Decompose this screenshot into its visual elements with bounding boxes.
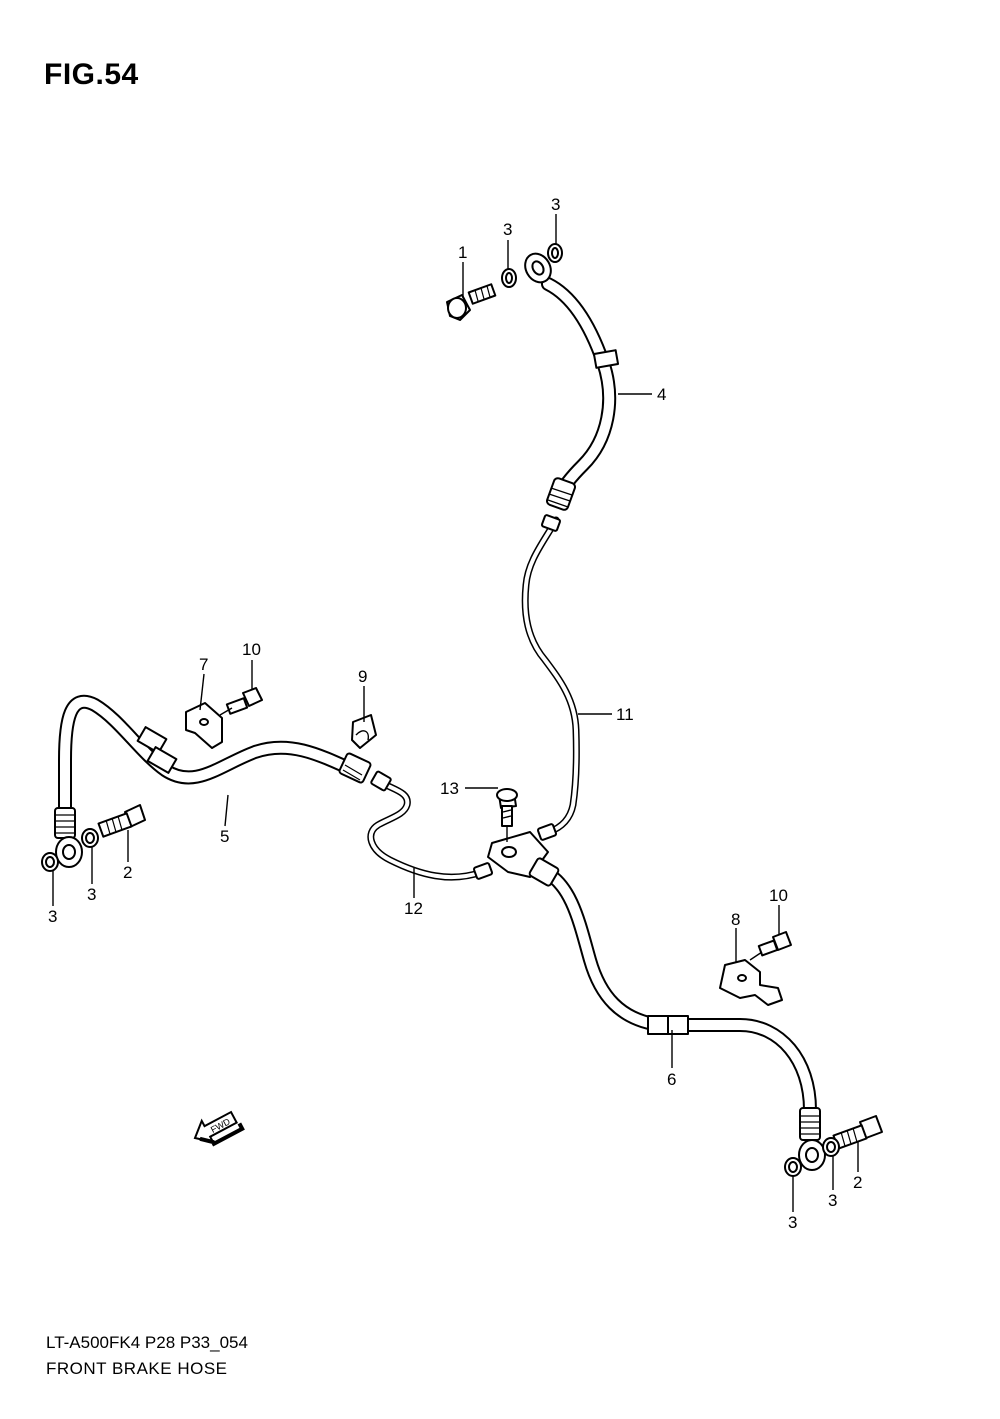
callout-2-right: 2	[853, 1173, 862, 1192]
callout-2-left: 2	[123, 863, 132, 882]
callout-4: 4	[657, 385, 666, 404]
leader-lines	[52, 214, 859, 1212]
bolt-1	[446, 283, 497, 321]
washer-3-right-b	[784, 1157, 802, 1177]
bolt-10-left	[219, 687, 263, 716]
clip-9	[351, 714, 377, 749]
washer-3-right-a	[822, 1137, 840, 1157]
washer-3-left-a	[81, 828, 99, 848]
callout-3-right-a: 3	[828, 1191, 837, 1210]
hose-5	[54, 694, 372, 868]
callout-3-left-b: 3	[48, 907, 57, 926]
callout-7: 7	[199, 655, 208, 674]
callout-8: 8	[731, 910, 740, 929]
fwd-arrow-icon: FWD	[193, 1110, 245, 1147]
figure-title: FIG.54	[44, 58, 139, 91]
pipe-11	[521, 514, 580, 841]
bracket-8	[719, 959, 783, 1006]
callout-3-left-a: 3	[87, 885, 96, 904]
figure-caption: FRONT BRAKE HOSE	[46, 1359, 228, 1378]
washer-3-left-b	[41, 852, 59, 872]
callout-3-top-b: 3	[551, 195, 560, 214]
hose-4	[524, 252, 620, 511]
bolt-13	[496, 788, 518, 842]
callout-5: 5	[220, 827, 229, 846]
callout-1: 1	[458, 243, 467, 262]
callout-numbers: 1 3 3 4 11 13 9 7 10 5 12 2 3 3 6 8 10 2…	[48, 195, 862, 1232]
callout-3-top-a: 3	[503, 220, 512, 239]
hose-6	[528, 857, 826, 1171]
callout-11: 11	[616, 705, 634, 724]
callout-9: 9	[358, 667, 367, 686]
callout-3-right-b: 3	[788, 1213, 797, 1232]
callout-10-left: 10	[242, 640, 261, 659]
callout-12: 12	[404, 899, 423, 918]
pipe-12	[367, 770, 494, 881]
bracket-7	[185, 702, 223, 749]
model-code: LT-A500FK4 P28 P33_054	[46, 1333, 248, 1352]
callout-6: 6	[667, 1070, 676, 1089]
washer-3-top-b	[547, 243, 563, 263]
washer-3-top-a	[501, 268, 517, 288]
bolt-10-right	[749, 931, 792, 961]
bolt-2-left	[97, 804, 146, 838]
callout-10-right: 10	[769, 886, 788, 905]
callout-13: 13	[440, 779, 459, 798]
